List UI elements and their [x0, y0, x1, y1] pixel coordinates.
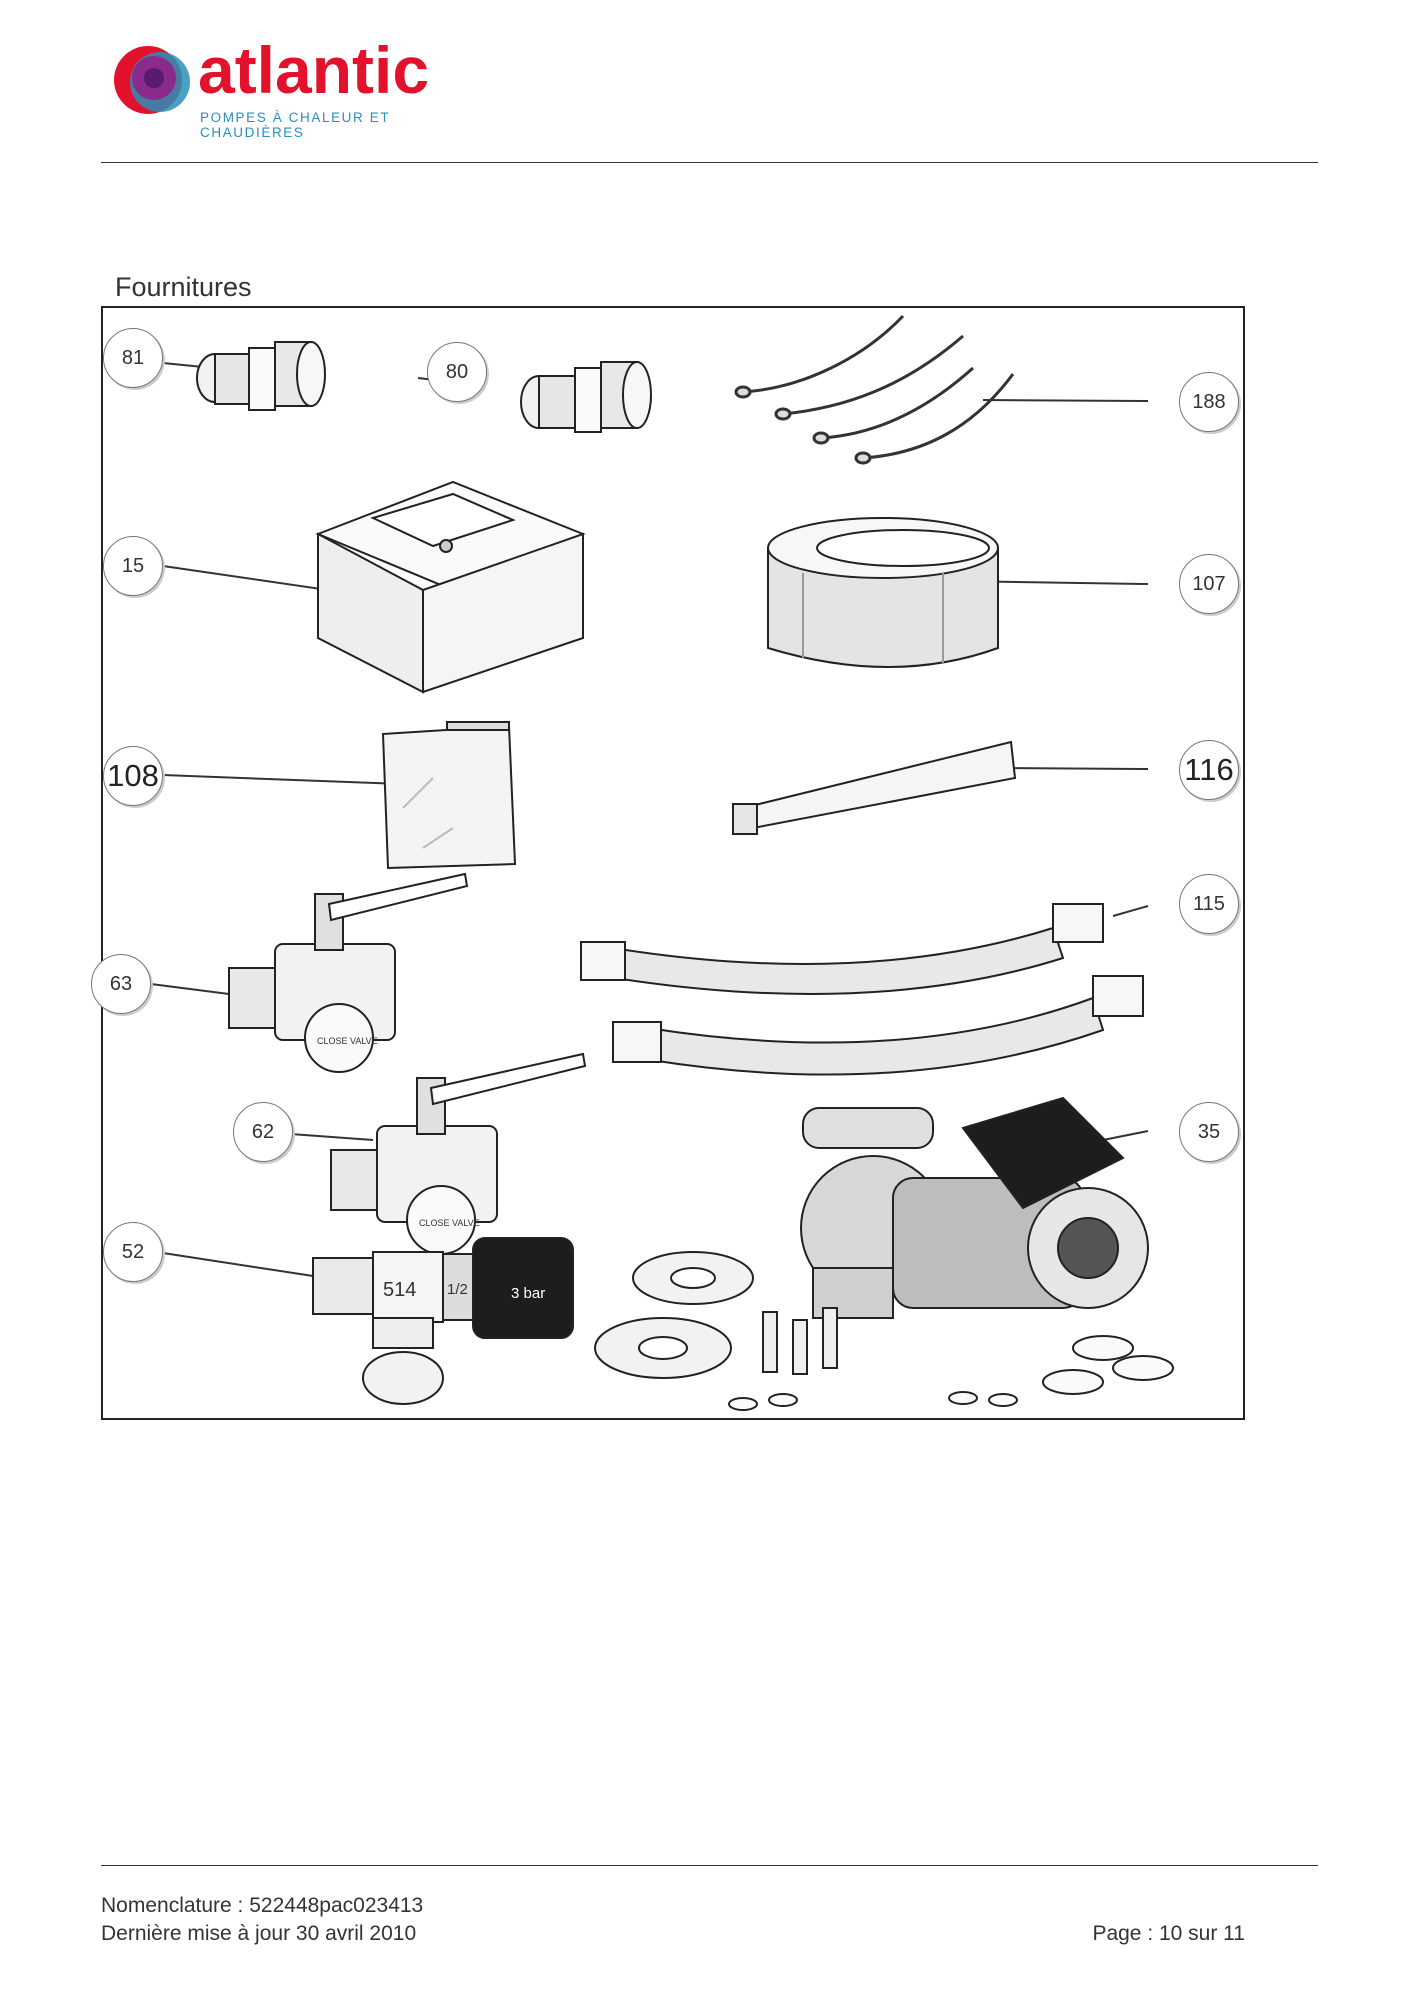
logo-tagline: POMPES À CHALEUR ET CHAUDIÈRES — [200, 110, 390, 140]
safety-valve-size-label: 1/2 — [447, 1281, 468, 1298]
callout-116: 116 — [1179, 740, 1239, 800]
callout-108: 108 — [103, 746, 163, 806]
callout-115: 115 — [1179, 874, 1239, 934]
ball-valve-63-label: CLOSE VALVE — [317, 1036, 378, 1046]
paste-tube-116-icon — [732, 740, 1017, 835]
callout-52: 52 — [103, 1222, 163, 1282]
ball-valve-62-label: CLOSE VALVE — [419, 1218, 480, 1228]
footer-page-number: Page : 10 sur 11 — [1092, 1922, 1245, 1945]
callout-81: 81 — [103, 328, 163, 388]
safety-valve-code-label: 514 — [383, 1279, 416, 1301]
circulator-pump-35-icon — [594, 1096, 1174, 1411]
callout-107: 107 — [1179, 554, 1239, 614]
sensor-cables-188-icon — [734, 314, 1015, 465]
ball-valve-63-icon: CLOSE VALVE — [228, 872, 469, 1073]
brand-logo: atlantic POMPES À CHALEUR ET CHAUDIÈRES — [112, 33, 492, 140]
footer-divider — [101, 1865, 1318, 1866]
logo-wordmark: atlantic — [198, 33, 430, 107]
callout-35: 35 — [1179, 1102, 1239, 1162]
callout-62: 62 — [233, 1102, 293, 1162]
header-divider — [101, 162, 1318, 163]
footer-nomenclature: Nomenclature : 522448pac023413 — [101, 1894, 424, 1917]
control-box-15-icon — [315, 480, 586, 694]
callout-63: 63 — [91, 954, 151, 1014]
tape-roll-107-icon — [767, 517, 999, 668]
callout-15: 15 — [103, 536, 163, 596]
union-fitting-80-icon — [520, 361, 652, 433]
flexible-hoses-115-icon — [580, 903, 1144, 1076]
safety-valve-52-icon: 3 bar 514 1/2 — [312, 1237, 574, 1405]
parts-figure: CLOSE VALVE CLOSE VALVE 3 bar 514 1/2 — [91, 306, 1245, 1420]
safety-valve-pressure-label: 3 bar — [511, 1285, 545, 1302]
parts-illustration: CLOSE VALVE CLOSE VALVE 3 bar 514 1/2 — [150, 314, 1174, 1411]
callout-188: 188 — [1179, 372, 1239, 432]
callout-80: 80 — [427, 342, 487, 402]
ball-valve-62-icon: CLOSE VALVE — [330, 1052, 587, 1255]
logo-mark-icon — [114, 46, 190, 114]
section-title: Fournitures — [115, 272, 252, 302]
footer-last-updated: Dernière mise à jour 30 avril 2010 — [101, 1922, 417, 1945]
sheet-roll-108-icon — [381, 721, 517, 870]
union-fitting-81-icon — [196, 341, 326, 411]
